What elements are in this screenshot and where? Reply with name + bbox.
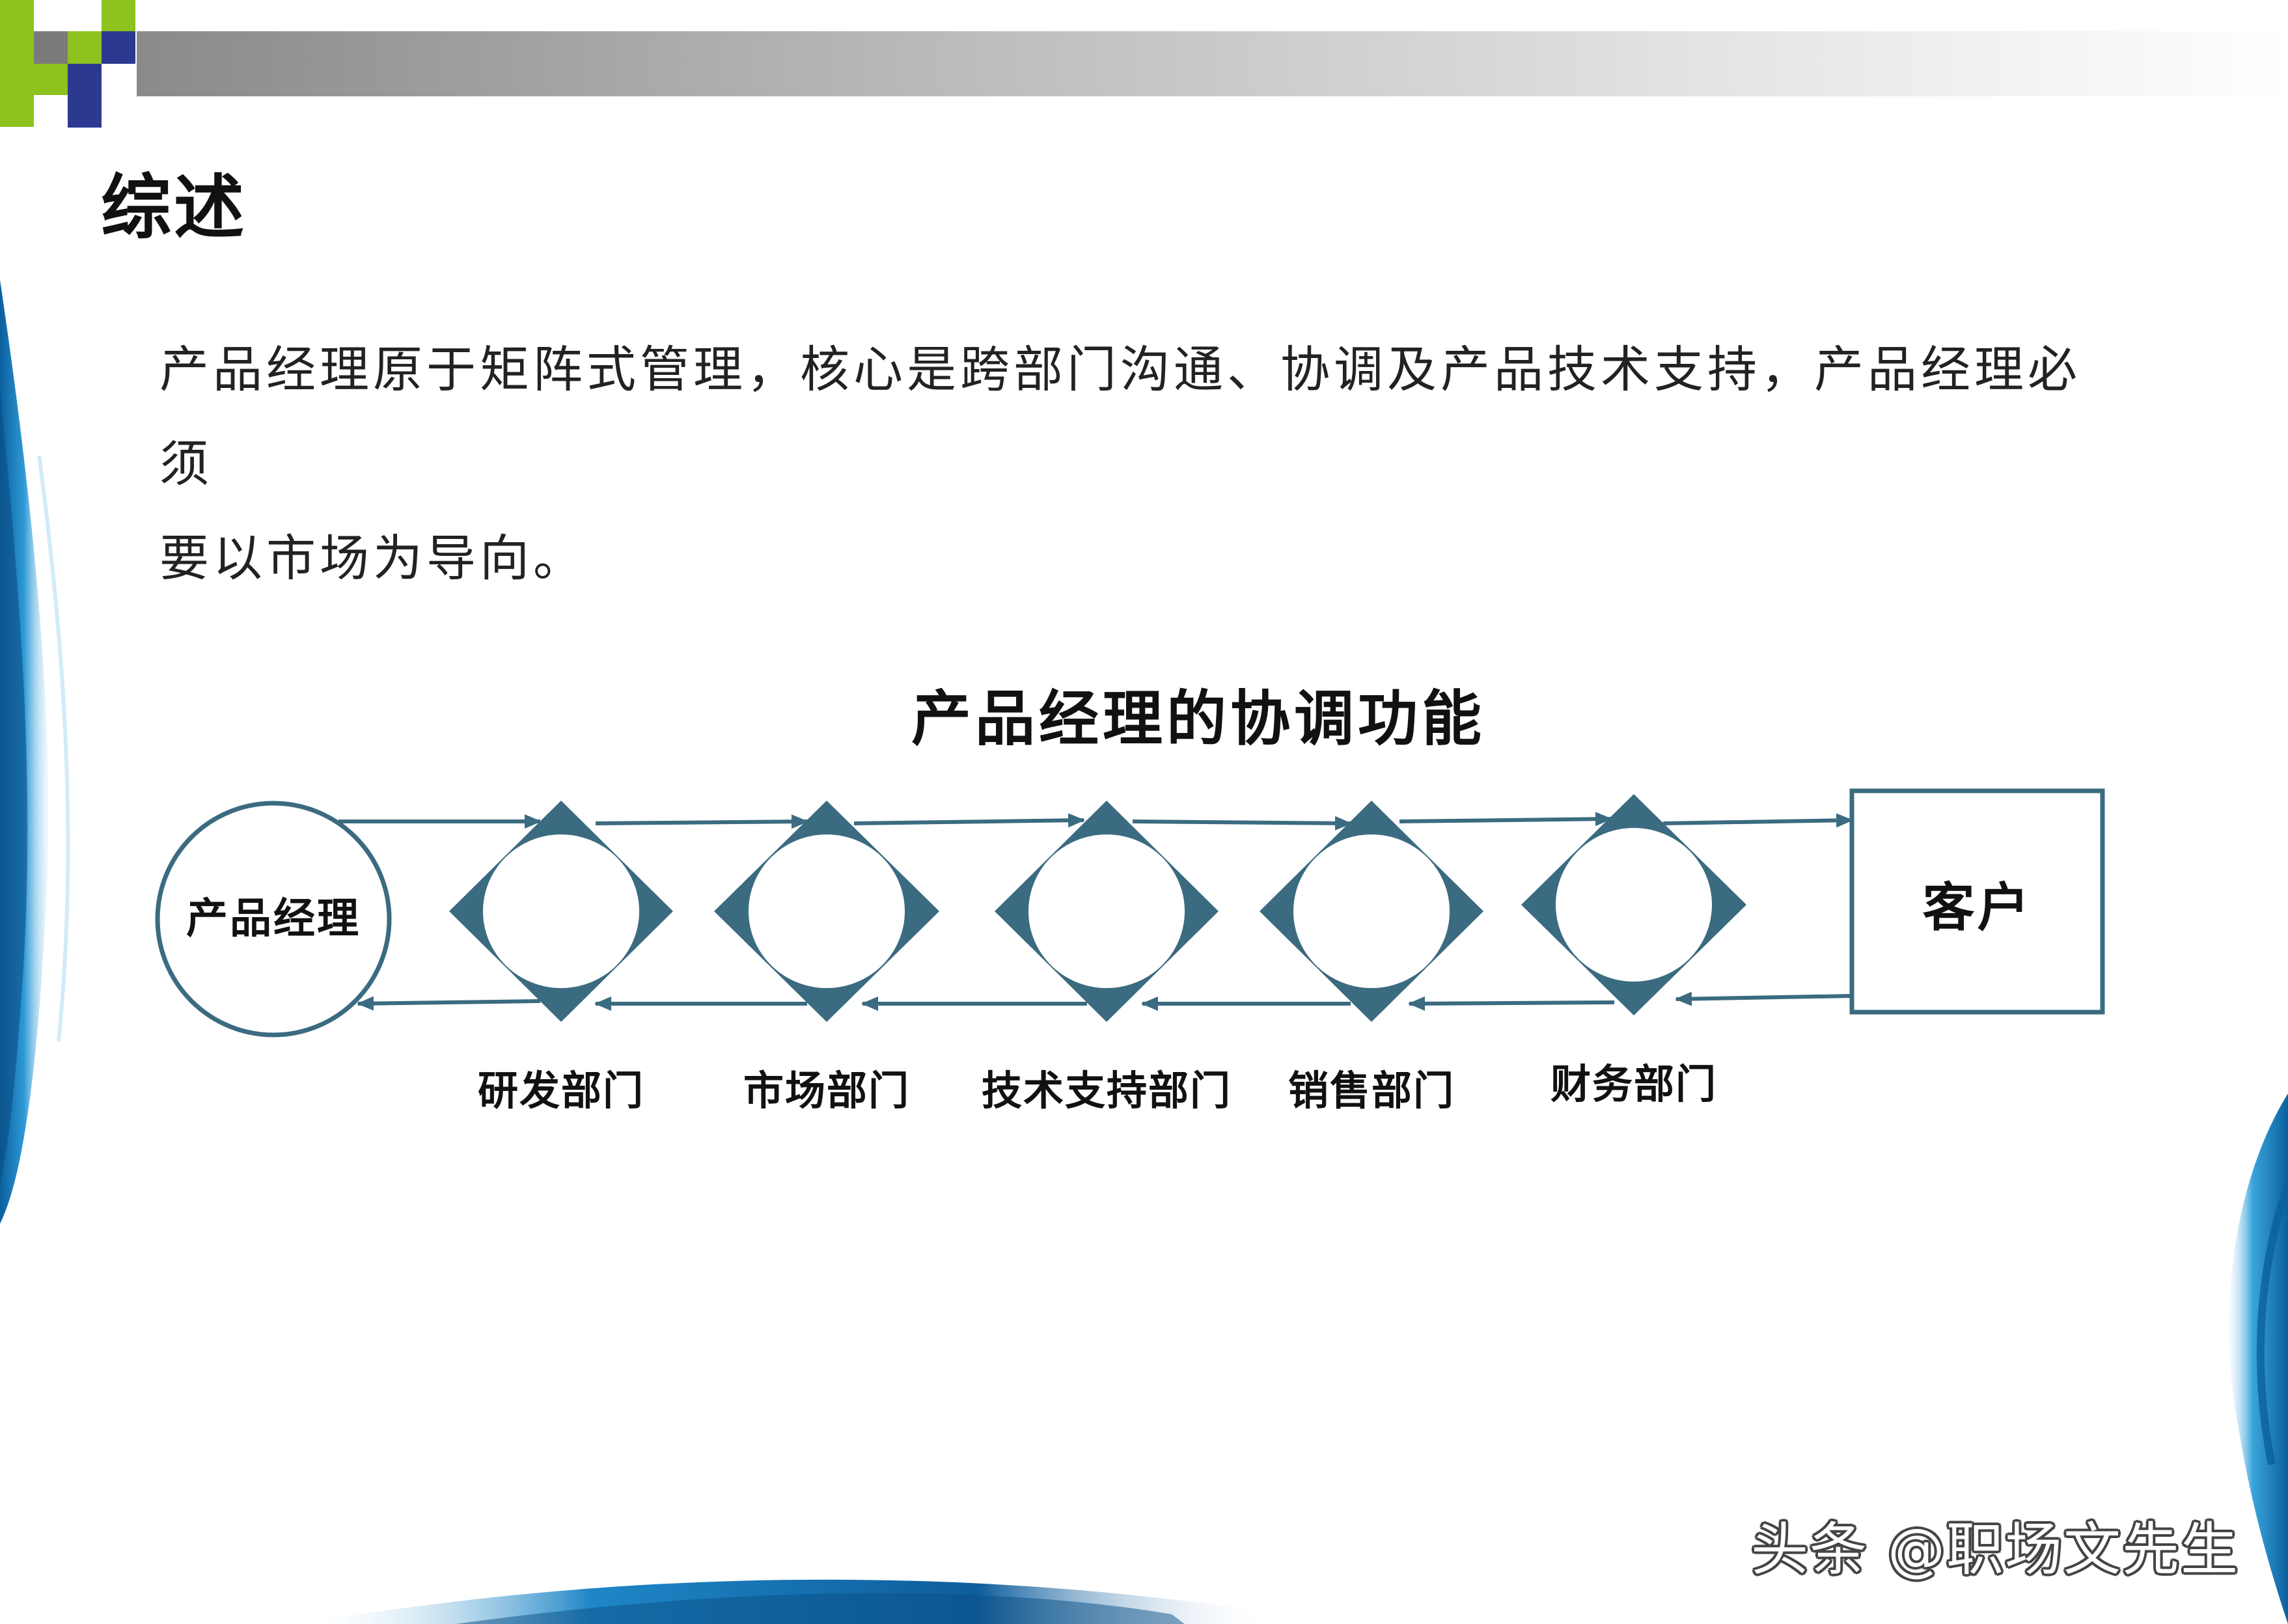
dept-label-tech-support: 技术支持部门 (981, 1067, 1232, 1114)
customer-label: 客户 (1922, 877, 2032, 938)
dept-label-sales: 销售部门 (1288, 1067, 1455, 1114)
arrow-forward (1662, 813, 1853, 828)
forward-arrows (338, 812, 1853, 831)
header-gradient-bar (137, 31, 2288, 96)
product-manager-node (155, 801, 392, 1038)
customer-node (1849, 788, 2105, 1015)
product-manager-label: 产品经理 (186, 894, 361, 943)
arrow-backward (1675, 991, 1853, 1006)
arrow-forward (595, 814, 808, 829)
dept-label-marketing: 市场部门 (743, 1067, 910, 1114)
dept-label-rd: 研发部门 (477, 1067, 644, 1114)
header-square-green (0, 0, 34, 127)
watermark-text: 头条 @职场文先生 (1751, 1516, 2239, 1583)
arrow-forward (1399, 812, 1612, 827)
header-square-gray (34, 31, 68, 64)
arrow-forward (853, 813, 1085, 828)
arrow-backward (1408, 996, 1615, 1011)
dept-node-marketing (714, 801, 939, 1022)
header-square-green (102, 0, 135, 31)
header-square-navy (68, 64, 102, 95)
body-line-1: 产品经理原于矩阵式管理，核心是跨部门沟通、协调及产品技术支持，产品经理必须 (159, 340, 2081, 493)
header-square-green (34, 64, 68, 95)
backward-arrows (357, 991, 1853, 1011)
header-square-navy (68, 95, 102, 128)
dept-node-tech-support (995, 801, 1219, 1022)
dept-node-rd (449, 801, 673, 1022)
slide-title: 综述 (101, 167, 247, 249)
header-square-navy (102, 31, 135, 64)
header-square-green (68, 31, 102, 64)
body-line-2: 要以市场为导向。 (159, 529, 586, 587)
dept-node-finance (1521, 794, 1746, 1015)
dept-node-sales (1260, 801, 1483, 1022)
diagram-title: 产品经理的协调功能 (911, 683, 1486, 754)
body-paragraph: 产品经理原于矩阵式管理，核心是跨部门沟通、协调及产品技术支持，产品经理必须 要以… (159, 322, 2112, 605)
dept-label-finance: 财务部门 (1550, 1060, 1717, 1108)
arrow-backward (357, 996, 541, 1011)
arrow-forward (1132, 816, 1352, 831)
